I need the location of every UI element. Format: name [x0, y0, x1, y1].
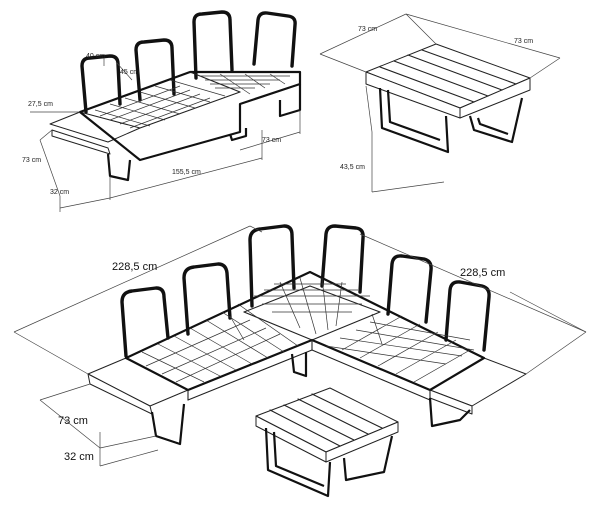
dim-table-length: 73 cm — [358, 26, 377, 33]
table-edge-side — [459, 77, 531, 119]
corner-table-leg — [342, 435, 394, 482]
corner-set-drawing: 228,5 cm 228,5 cm 73 cm 32 cm — [13, 224, 587, 498]
dim-arm-height: 40 cm — [86, 53, 105, 60]
leg — [278, 84, 302, 118]
chair-back — [320, 224, 365, 294]
table-slats — [379, 49, 517, 103]
dim-back-height: 45 cm — [120, 69, 139, 76]
dim-corner-seat-height: 32 cm — [64, 451, 94, 463]
dim-table-width: 73 cm — [514, 38, 533, 45]
leg — [106, 153, 132, 182]
dim-seat-height: 32 cm — [50, 189, 69, 196]
chair-back — [248, 224, 296, 308]
chair-back — [134, 38, 176, 102]
dim-table-height: 43,5 cm — [340, 164, 365, 171]
dim-length: 155,5 cm — [172, 169, 201, 176]
chair-back — [182, 262, 232, 336]
table-leg-inner — [386, 89, 441, 142]
leg — [150, 403, 186, 446]
coffee-table-drawing: 73 cm 73 cm 43,5 cm — [319, 13, 561, 193]
seat-grid — [94, 73, 290, 129]
leg — [228, 128, 248, 142]
chair-back — [252, 11, 297, 68]
corner-table-top — [255, 387, 399, 453]
corner-table-leg — [264, 427, 332, 498]
table-leg-front — [378, 87, 450, 154]
leg — [290, 352, 308, 378]
corner-dimension-lines — [13, 225, 587, 467]
sofa-module-drawing: 40 cm 45 cm 27,5 cm 73 cm 32 cm 155,5 cm… — [22, 10, 302, 212]
leg — [428, 397, 471, 428]
chair-back — [386, 254, 433, 324]
dim-corner-depth: 73 cm — [58, 415, 88, 427]
seat-frame — [78, 70, 302, 162]
chair-back — [192, 10, 234, 80]
arm-slat — [51, 129, 111, 155]
table-leg-inner — [476, 117, 509, 136]
dim-left-length: 228,5 cm — [112, 261, 157, 273]
dim-module-depth: 73 cm — [262, 137, 281, 144]
chair-back — [120, 286, 170, 358]
table-leg-side — [468, 97, 524, 144]
corner-seat-grid — [141, 277, 475, 383]
corner-table-leg — [272, 431, 325, 488]
chair-back — [80, 54, 122, 114]
dim-depth: 73 cm — [22, 157, 41, 164]
dim-right-length: 228,5 cm — [460, 267, 505, 279]
corner-table-edge — [325, 421, 399, 463]
chair-back — [444, 280, 491, 352]
sofa-dimension-lines — [30, 58, 301, 212]
dim-arm-width: 27,5 cm — [28, 101, 53, 108]
